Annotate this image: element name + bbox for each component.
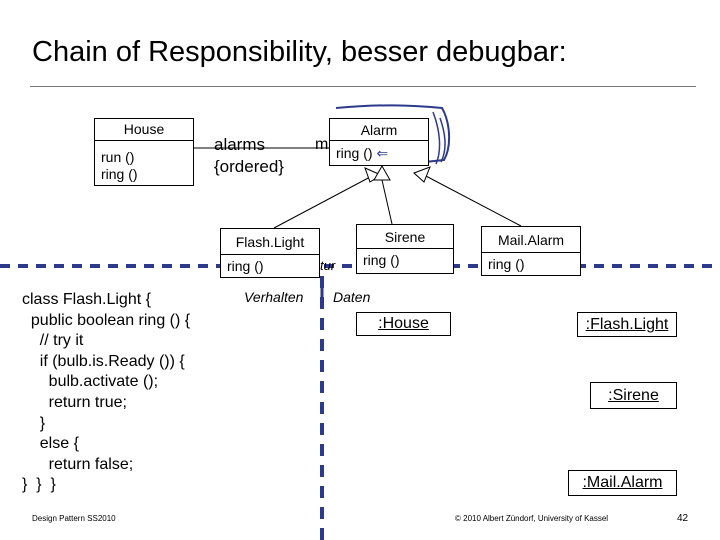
object-sirene: :Sirene [590,382,677,409]
pen-arrow-icon: ⇐ [376,145,389,161]
class-mailalarm-op-ring: ring () [488,256,525,272]
footer-course: Design Pattern SS2010 [32,514,116,523]
class-sirene-name: Sirene [357,225,453,249]
class-alarm: Alarm ring () ⇐ [329,118,429,166]
verhalten-label: Verhalten [244,289,304,305]
class-flashlight-name: Flash.Light [221,229,319,255]
class-alarm-op-ring-text: ring () [336,145,373,161]
struktur-partial-label: tur [320,258,336,273]
generalization-mailalarm [423,174,522,227]
page-title: Chain of Responsibility, besser debugbar… [32,36,567,68]
class-mailalarm-name: Mail.Alarm [482,227,580,253]
daten-label: Daten [333,289,371,305]
class-sirene: Sirene ring () [356,224,454,274]
class-sirene-op-ring: ring () [363,252,400,268]
footer-copyright: © 2010 Albert Zündorf, University of Kas… [455,514,609,523]
class-house: House run () ring () [94,118,194,186]
generalization-flashlight [273,175,373,229]
generalization-triangle-mid [373,164,391,181]
class-house-op-ring: ring () [101,166,138,182]
association-role-label: alarms [214,135,266,154]
class-flashlight-op-ring: ring () [227,258,264,274]
object-house: :House [356,312,451,336]
association-constraint-label: {ordered} [214,157,284,176]
page-number: 42 [677,513,689,524]
pen-alarm-scribble [432,111,446,165]
object-flashlight: :Flash.Light [577,312,677,337]
class-house-op-run: run () [101,149,135,165]
class-alarm-op-ring: ring () ⇐ [330,141,428,165]
class-alarm-name: Alarm [330,119,428,141]
generalization-triangle-right [413,166,431,183]
generalization-sirene [381,179,393,225]
class-mailalarm: Mail.Alarm ring () [481,226,581,276]
title-divider [30,86,696,87]
class-house-name: House [95,119,193,141]
object-mailalarm: :Mail.Alarm [568,470,677,496]
association-partial-label: m [315,136,329,153]
class-flashlight: Flash.Light ring () [220,228,320,278]
code-listing: class Flash.Light { public boolean ring … [22,291,191,494]
